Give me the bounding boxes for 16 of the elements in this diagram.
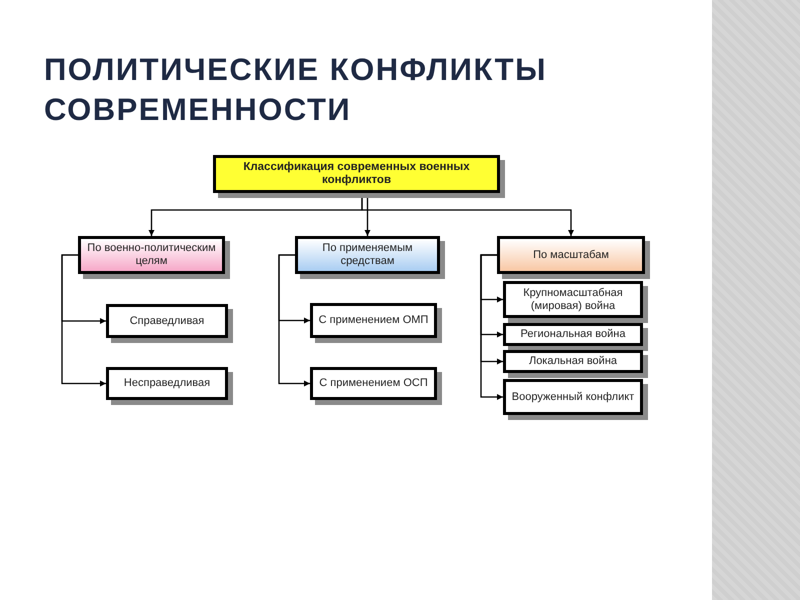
connector-arrow: [480, 254, 503, 400]
connector-arrow: [278, 254, 310, 386]
box-label: Локальная война: [528, 355, 618, 368]
box-label: С применением ОМП: [318, 314, 428, 327]
box-label: С применением ОСП: [319, 377, 428, 390]
slide-title: ПОЛИТИЧЕСКИЕ КОНФЛИКТЫ СОВРЕМЕННОСТИ: [44, 51, 548, 129]
box-label: Несправедливая: [124, 377, 210, 390]
connector-arrow: [61, 254, 106, 386]
box-label: По военно-политическим целям: [86, 242, 217, 268]
box-label: По применяемым средствам: [321, 242, 414, 268]
box-label: Вооруженный конфликт: [512, 390, 634, 404]
box-label: По масштабам: [533, 248, 609, 262]
box-label: Классификация современных военных конфликтов: [242, 161, 471, 187]
box-label: Крупномасштабная (мировая) война: [522, 286, 624, 312]
box-label: Справедливая: [130, 314, 204, 328]
box-label: Региональная война: [520, 328, 626, 341]
